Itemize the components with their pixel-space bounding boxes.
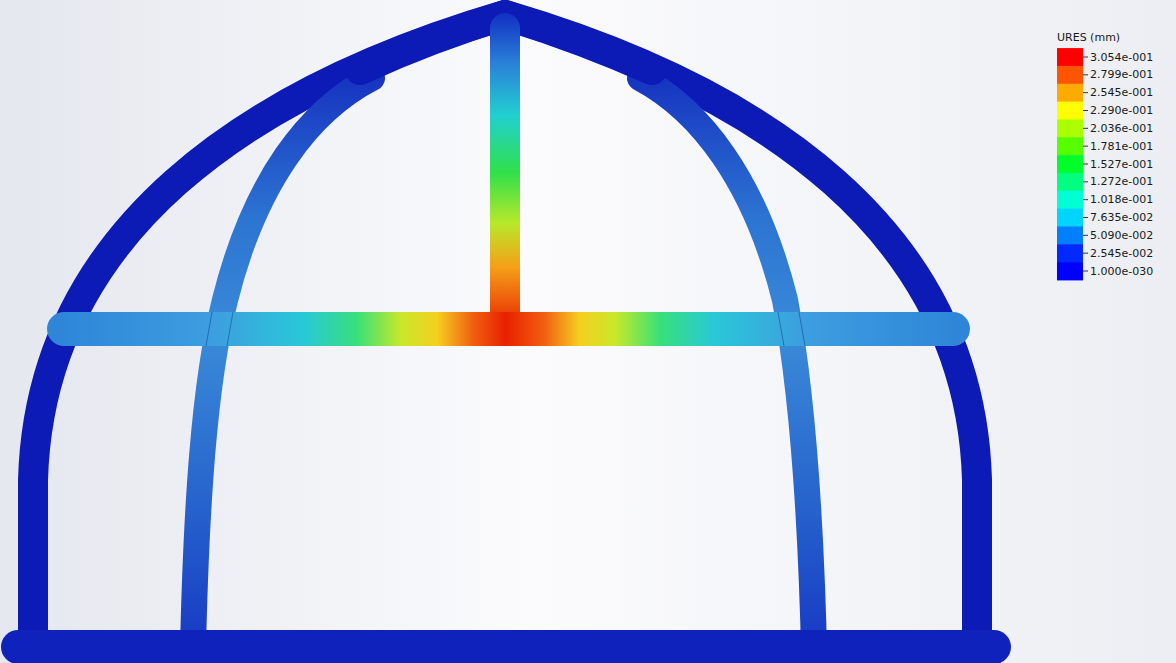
legend-value: 2.545e-002 <box>1090 248 1153 259</box>
legend-tick <box>1083 146 1088 147</box>
legend-tick <box>1083 128 1088 129</box>
joint-line <box>778 312 784 346</box>
legend-tick <box>1083 74 1088 75</box>
base-member <box>18 630 994 663</box>
legend-swatch <box>1057 84 1083 102</box>
legend-swatch <box>1057 48 1083 66</box>
legend-value: 1.018e-001 <box>1090 194 1153 205</box>
legend-tick <box>1083 271 1088 272</box>
horizontal-member <box>64 312 953 346</box>
legend-swatch <box>1057 226 1083 244</box>
inner-arch-left <box>192 78 372 663</box>
legend-value: 1.000e-030 <box>1090 266 1153 277</box>
legend-value: 2.290e-001 <box>1090 105 1153 116</box>
legend-tick <box>1083 181 1088 182</box>
legend-tick <box>1083 110 1088 111</box>
vertical-member <box>490 28 520 325</box>
legend-swatch <box>1057 119 1083 137</box>
legend-value: 3.054e-001 <box>1090 52 1153 63</box>
inner-arch-right <box>640 78 815 663</box>
legend-tick <box>1083 92 1088 93</box>
joint-line <box>227 312 233 346</box>
legend-heading: URES (mm) <box>1057 32 1120 43</box>
legend-tick <box>1083 217 1088 218</box>
legend-tick <box>1083 253 1088 254</box>
legend-value: 1.781e-001 <box>1090 141 1153 152</box>
legend-swatch <box>1057 209 1083 227</box>
legend-value: 1.272e-001 <box>1090 176 1153 187</box>
legend-value: 2.036e-001 <box>1090 123 1153 134</box>
legend-tick <box>1083 199 1088 200</box>
legend-swatch <box>1057 262 1083 280</box>
joint-line <box>206 312 212 346</box>
legend-swatch <box>1057 155 1083 173</box>
legend-value: 1.527e-001 <box>1090 159 1153 170</box>
legend-tick <box>1083 235 1088 236</box>
legend-tick <box>1083 57 1088 58</box>
joint-line <box>799 312 805 346</box>
legend-swatch <box>1057 137 1083 155</box>
legend-swatch <box>1057 102 1083 120</box>
legend-tick <box>1083 164 1088 165</box>
legend-swatch <box>1057 173 1083 191</box>
legend-swatch <box>1057 191 1083 209</box>
legend-value: 2.545e-001 <box>1090 87 1153 98</box>
legend-swatch <box>1057 244 1083 262</box>
outer-arch <box>33 15 977 663</box>
legend-value: 7.635e-002 <box>1090 212 1153 223</box>
legend-swatch <box>1057 66 1083 84</box>
legend-value: 2.799e-001 <box>1090 69 1153 80</box>
legend-value: 5.090e-002 <box>1090 230 1153 241</box>
